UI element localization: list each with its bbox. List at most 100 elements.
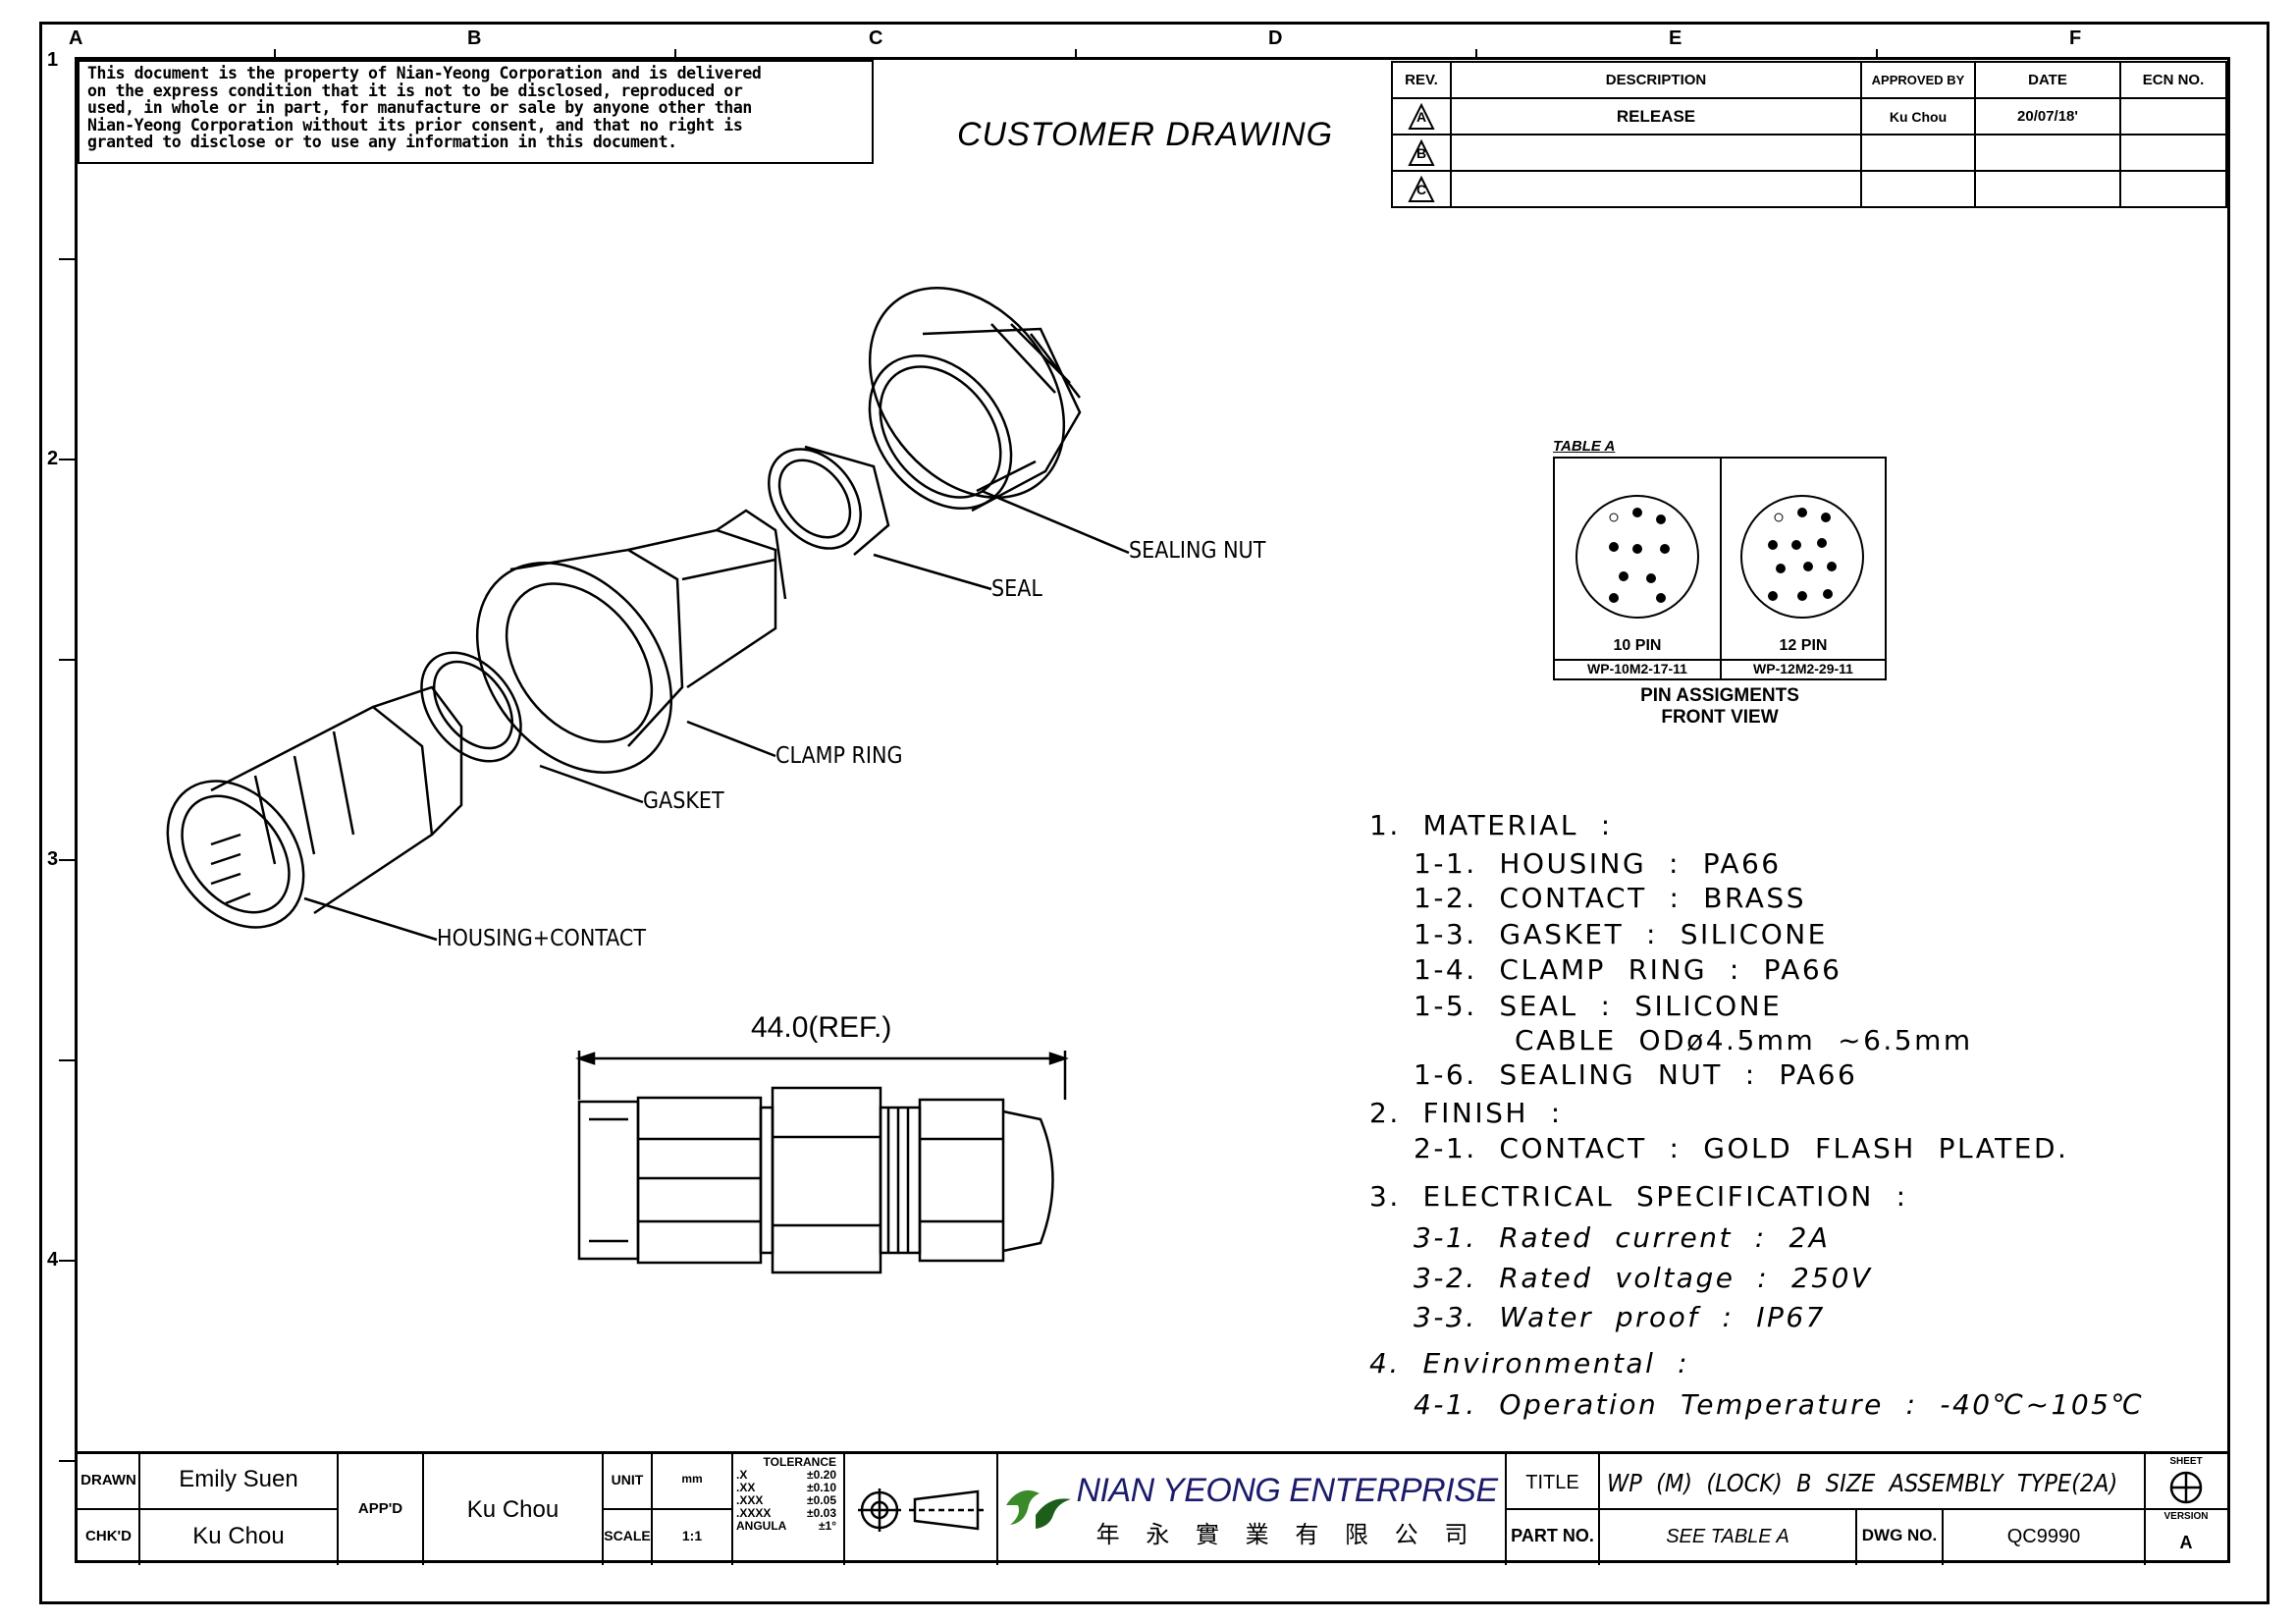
part-number-value: SEE TABLE A (1666, 1526, 1789, 1547)
spec-line: 1-4. CLAMP RING : PA66 (1414, 953, 1842, 986)
drawn-label: DRAWN (80, 1472, 136, 1488)
rev-date (1974, 134, 2121, 172)
rev-approved-by: Ku Chou (1860, 97, 1976, 135)
tolerance-key: .X (736, 1468, 748, 1482)
spec-line: 3-1. Rated current : 2A (1414, 1221, 1831, 1254)
version-value: A (2179, 1533, 2193, 1552)
tolerance-key: .XXX (736, 1493, 764, 1507)
zone-number-4: 4 (47, 1249, 59, 1271)
rev-ecn (2119, 97, 2227, 135)
callout-sealing-nut: SEALING NUT (1129, 538, 1266, 564)
spec-line: 3-2. Rated voltage : 250V (1414, 1262, 1873, 1294)
spec-line: CABLE ODø4.5mm ~6.5mm (1515, 1024, 1973, 1056)
sheet-label: SHEET (2169, 1456, 2203, 1467)
zone-letter-c: C (869, 27, 883, 49)
pin-diagrams (1575, 495, 1864, 619)
approved-label: APP'D (357, 1500, 403, 1517)
part-number-10-pin: WP-10M2-17-11 (1587, 661, 1687, 676)
unit-value: mm (681, 1472, 703, 1486)
outer-border (39, 22, 2269, 1604)
tolerance-key: .XXXX (736, 1506, 772, 1520)
confidentiality-notice: This document is the property of Nian-Ye… (78, 60, 874, 164)
front-view-title: FRONT VIEW (1661, 707, 1779, 728)
callout-housing-contact: HOUSING+CONTACT (437, 926, 646, 951)
approved-by-header: APPROVED BY (1860, 61, 1976, 99)
spec-line: 1-3. GASKET : SILICONE (1414, 918, 1828, 950)
drawing-number-value: QC9990 (2006, 1526, 2081, 1547)
spec-line: 1-5. SEAL : SILICONE (1414, 990, 1783, 1022)
seal-part (768, 445, 890, 556)
rev-triangle: C (1391, 170, 1452, 208)
checked-value: Ku Chou (192, 1523, 285, 1549)
table-row: B (1391, 134, 2227, 172)
rev-header: REV. (1391, 61, 1452, 99)
zone-letter-b: B (467, 27, 482, 49)
zone-number-2: 2 (47, 448, 59, 469)
company-name-chinese: 年 永 實 業 有 限 公 司 (1095, 1522, 1478, 1548)
title-label: TITLE (1525, 1472, 1579, 1493)
pin-table: 10 PIN 12 PIN WP-10M2-17-11 WP-12M2-29-1… (1553, 457, 1887, 680)
notice-line: Nian-Yeong Corporation without its prior… (87, 115, 743, 135)
rev-date: 20/07/18' (1974, 97, 2121, 135)
zone-number-3: 3 (47, 848, 59, 870)
zone-letter-d: D (1268, 27, 1283, 49)
table-row: C (1391, 170, 2227, 208)
table-a-caption: TABLE A (1553, 438, 1616, 455)
spec-line: 1-2. CONTACT : BRASS (1414, 882, 1806, 914)
revision-table: REV. DESCRIPTION APPROVED BY DATE ECN NO… (1391, 61, 2227, 208)
scale-label: SCALE (604, 1528, 651, 1543)
scale-value: 1:1 (681, 1528, 703, 1543)
rev-ecn (2119, 170, 2227, 208)
dimension-label: 44.0(REF.) (751, 1011, 892, 1044)
notice-line: on the express condition that it is not … (87, 81, 743, 100)
rev-description (1450, 134, 1862, 172)
tolerance-block: TOLERANCE .X±0.20 .XX±0.10 .XXX±0.05 .XX… (732, 1456, 844, 1533)
title-block: DRAWN Emily Suen CHK'D Ku Chou APP'D Ku … (78, 1451, 2227, 1565)
rev-description: RELEASE (1450, 97, 1862, 135)
spec-environmental: 4. Environmental : (1369, 1347, 1690, 1380)
company-logo-icon (1006, 1489, 1071, 1529)
zone-letter-a: A (69, 27, 83, 49)
tolerance-value: ±0.20 (807, 1468, 836, 1482)
clamp-ring-part (475, 509, 787, 774)
zone-letter-f: F (2069, 27, 2082, 49)
callout-seal: SEAL (991, 576, 1042, 602)
rev-ecn (2119, 134, 2227, 172)
zone-number-1: 1 (47, 49, 59, 71)
tolerance-title: TOLERANCE (763, 1455, 836, 1469)
part-number-label: PART NO. (1511, 1526, 1594, 1545)
description-header: DESCRIPTION (1450, 61, 1862, 99)
callout-gasket: GASKET (643, 788, 724, 814)
company-name: NIAN YEONG ENTERPRISE (1076, 1472, 1498, 1509)
drawing-title: CUSTOMER DRAWING (957, 116, 1334, 153)
tolerance-value: ±0.03 (807, 1506, 836, 1520)
checked-label: CHK'D (85, 1528, 132, 1544)
table-row: A RELEASE Ku Chou 20/07/18' (1391, 97, 2227, 135)
spec-finish: 2. FINISH : (1369, 1097, 1563, 1129)
rev-date (1974, 170, 2121, 208)
rev-approved-by (1860, 134, 1976, 172)
zone-letter-e: E (1669, 27, 1682, 49)
notice-line: used, in whole or in part, for manufactu… (87, 98, 752, 117)
tolerance-value: ±1° (818, 1519, 836, 1533)
projection-symbol-icon (858, 1488, 984, 1532)
rev-description (1450, 170, 1862, 208)
drawn-value: Emily Suen (179, 1466, 298, 1492)
drawing-title-value: WP (M) (LOCK) B SIZE ASSEMBLY TYPE(2A) (1607, 1469, 2118, 1497)
sheet-icon (2169, 1471, 2203, 1504)
spec-line: 3-3. Water proof : IP67 (1414, 1301, 1826, 1333)
part-number-12-pin: WP-12M2-29-11 (1753, 661, 1853, 676)
version-label: VERSION (2163, 1511, 2209, 1522)
spec-material: 1. MATERIAL : (1369, 809, 1613, 841)
housing-contact-part (166, 685, 463, 929)
rev-approved-by (1860, 170, 1976, 208)
ecn-header: ECN NO. (2119, 61, 2227, 99)
pin-count-12: 12 PIN (1779, 637, 1828, 654)
tolerance-key: .XX (736, 1481, 756, 1494)
spec-line: 4-1. Operation Temperature : -40℃~105℃ (1414, 1388, 2145, 1421)
unit-label: UNIT (611, 1472, 644, 1488)
drawing-number-label: DWG NO. (1861, 1526, 1938, 1544)
tolerance-value: ±0.05 (807, 1493, 836, 1507)
